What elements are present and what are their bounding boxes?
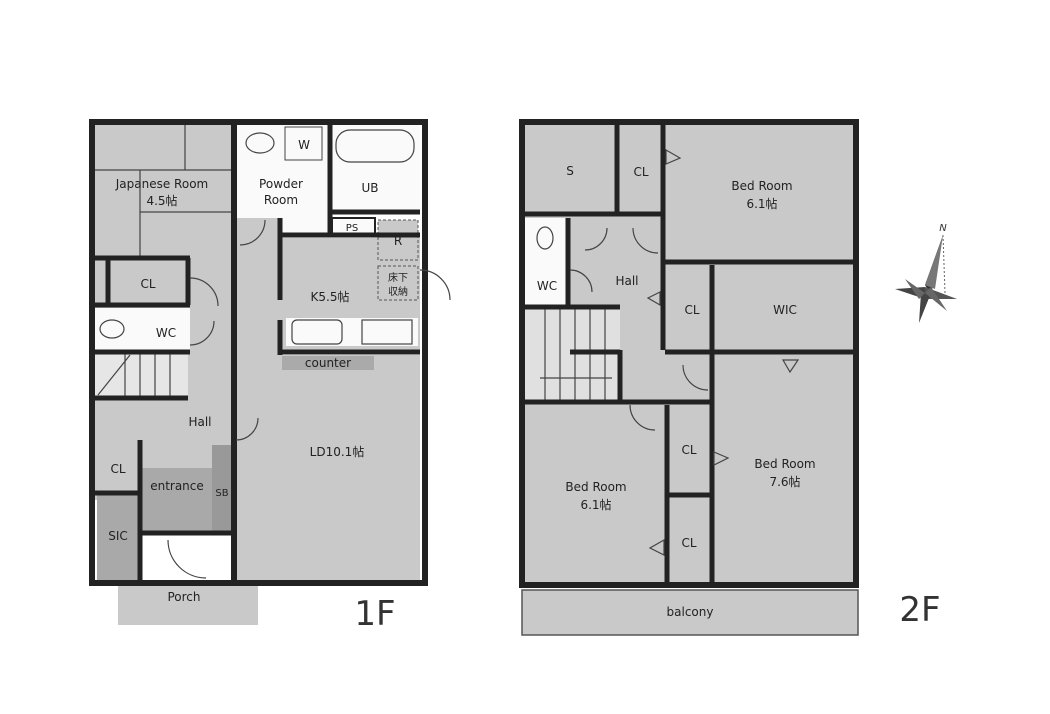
folding-door — [646, 291, 661, 307]
door-swing — [239, 219, 266, 246]
closet-label: CL — [684, 303, 699, 317]
sic — [97, 495, 140, 580]
door-swing — [419, 269, 451, 301]
bedroom-north-label: Bed Room — [731, 179, 792, 193]
hall-label: Hall — [615, 274, 638, 288]
counter — [282, 356, 374, 370]
floor-2f-title: 2F — [899, 590, 940, 630]
japanese-room-size: 4.5帖 — [146, 193, 177, 208]
wc-label: WC — [156, 326, 176, 340]
balcony — [521, 589, 859, 636]
unit-bath — [330, 125, 420, 210]
wc-2f — [525, 218, 568, 305]
powder-room-label: Powder — [259, 177, 303, 191]
japanese-room — [95, 125, 232, 257]
storage-label: S — [566, 164, 574, 178]
door-swing — [569, 269, 593, 293]
closet-label: CL — [110, 462, 125, 476]
porch-label: Porch — [167, 590, 200, 604]
underfloor-storage — [377, 265, 419, 301]
kitchen-counter-unit — [286, 318, 418, 346]
bedroom-east-size: 7.6帖 — [769, 474, 800, 489]
folding-door — [665, 148, 682, 165]
living-dining-label: LD10.1帖 — [310, 444, 365, 459]
refrigerator — [377, 219, 419, 261]
washer-label: W — [298, 138, 310, 152]
counter-label: counter — [305, 356, 351, 370]
bedroom-south-label: Bed Room — [565, 480, 626, 494]
powder-room-label: Room — [264, 193, 298, 207]
sink-icon — [245, 132, 275, 154]
washer — [284, 126, 323, 161]
bathtub-icon — [335, 129, 415, 163]
shoe-box-label: SB — [215, 488, 228, 499]
pipe-space-label: PS — [346, 223, 358, 234]
door-swing — [189, 277, 219, 307]
entry-door-swing — [167, 539, 207, 579]
closet-label: CL — [140, 277, 155, 291]
closet-label: CL — [681, 536, 696, 550]
bedroom-south-size: 6.1帖 — [580, 497, 611, 512]
floor-1f: Japanese Room 4.5帖 CL WC Hall CL entranc… — [89, 119, 451, 634]
entrance-label: entrance — [150, 479, 204, 493]
underfloor-storage-label: 床下 — [388, 271, 408, 284]
porch — [118, 583, 258, 625]
compass-north-label: N — [939, 223, 947, 234]
toilet-icon — [536, 226, 554, 250]
stairs-1f — [95, 352, 188, 398]
door-swing — [189, 320, 215, 346]
wc-1f — [95, 308, 190, 350]
door-swing — [632, 227, 659, 254]
bedroom-north-size: 6.1帖 — [746, 196, 777, 211]
floor-1f-title: 1F — [354, 594, 395, 634]
closet-label: CL — [633, 165, 648, 179]
kitchen-sink-icon — [291, 319, 343, 345]
bedroom-east-label: Bed Room — [754, 457, 815, 471]
door-swing — [235, 417, 259, 441]
refrigerator-label: R — [394, 234, 402, 248]
folding-door — [713, 451, 730, 466]
folding-door — [648, 538, 665, 556]
folding-door — [781, 359, 800, 374]
unit-bath-label: UB — [361, 181, 378, 195]
hall-label: Hall — [188, 415, 211, 429]
compass-icon: N — [895, 223, 957, 323]
shoe-box — [212, 445, 232, 532]
underfloor-storage-label: 収納 — [388, 285, 408, 298]
closet-label: CL — [681, 443, 696, 457]
door-swing — [584, 227, 608, 251]
japanese-room-label: Japanese Room — [115, 177, 208, 191]
sic-label: SIC — [108, 529, 128, 543]
kitchen-label: K5.5帖 — [311, 289, 350, 304]
toilet-icon — [99, 319, 125, 339]
balcony-label: balcony — [667, 605, 714, 619]
door-swing — [682, 364, 709, 391]
closet-1f-lower — [97, 442, 140, 492]
door-swing — [629, 404, 656, 431]
wc-label: WC — [537, 279, 557, 293]
living-dining — [236, 355, 420, 580]
stove-icon — [361, 319, 413, 345]
closet-1f-upper — [108, 262, 188, 302]
wic-label: WIC — [773, 303, 797, 317]
floor-2f: S CL Bed Room 6.1帖 WC Hall CL WIC Bed Ro… — [519, 119, 941, 636]
